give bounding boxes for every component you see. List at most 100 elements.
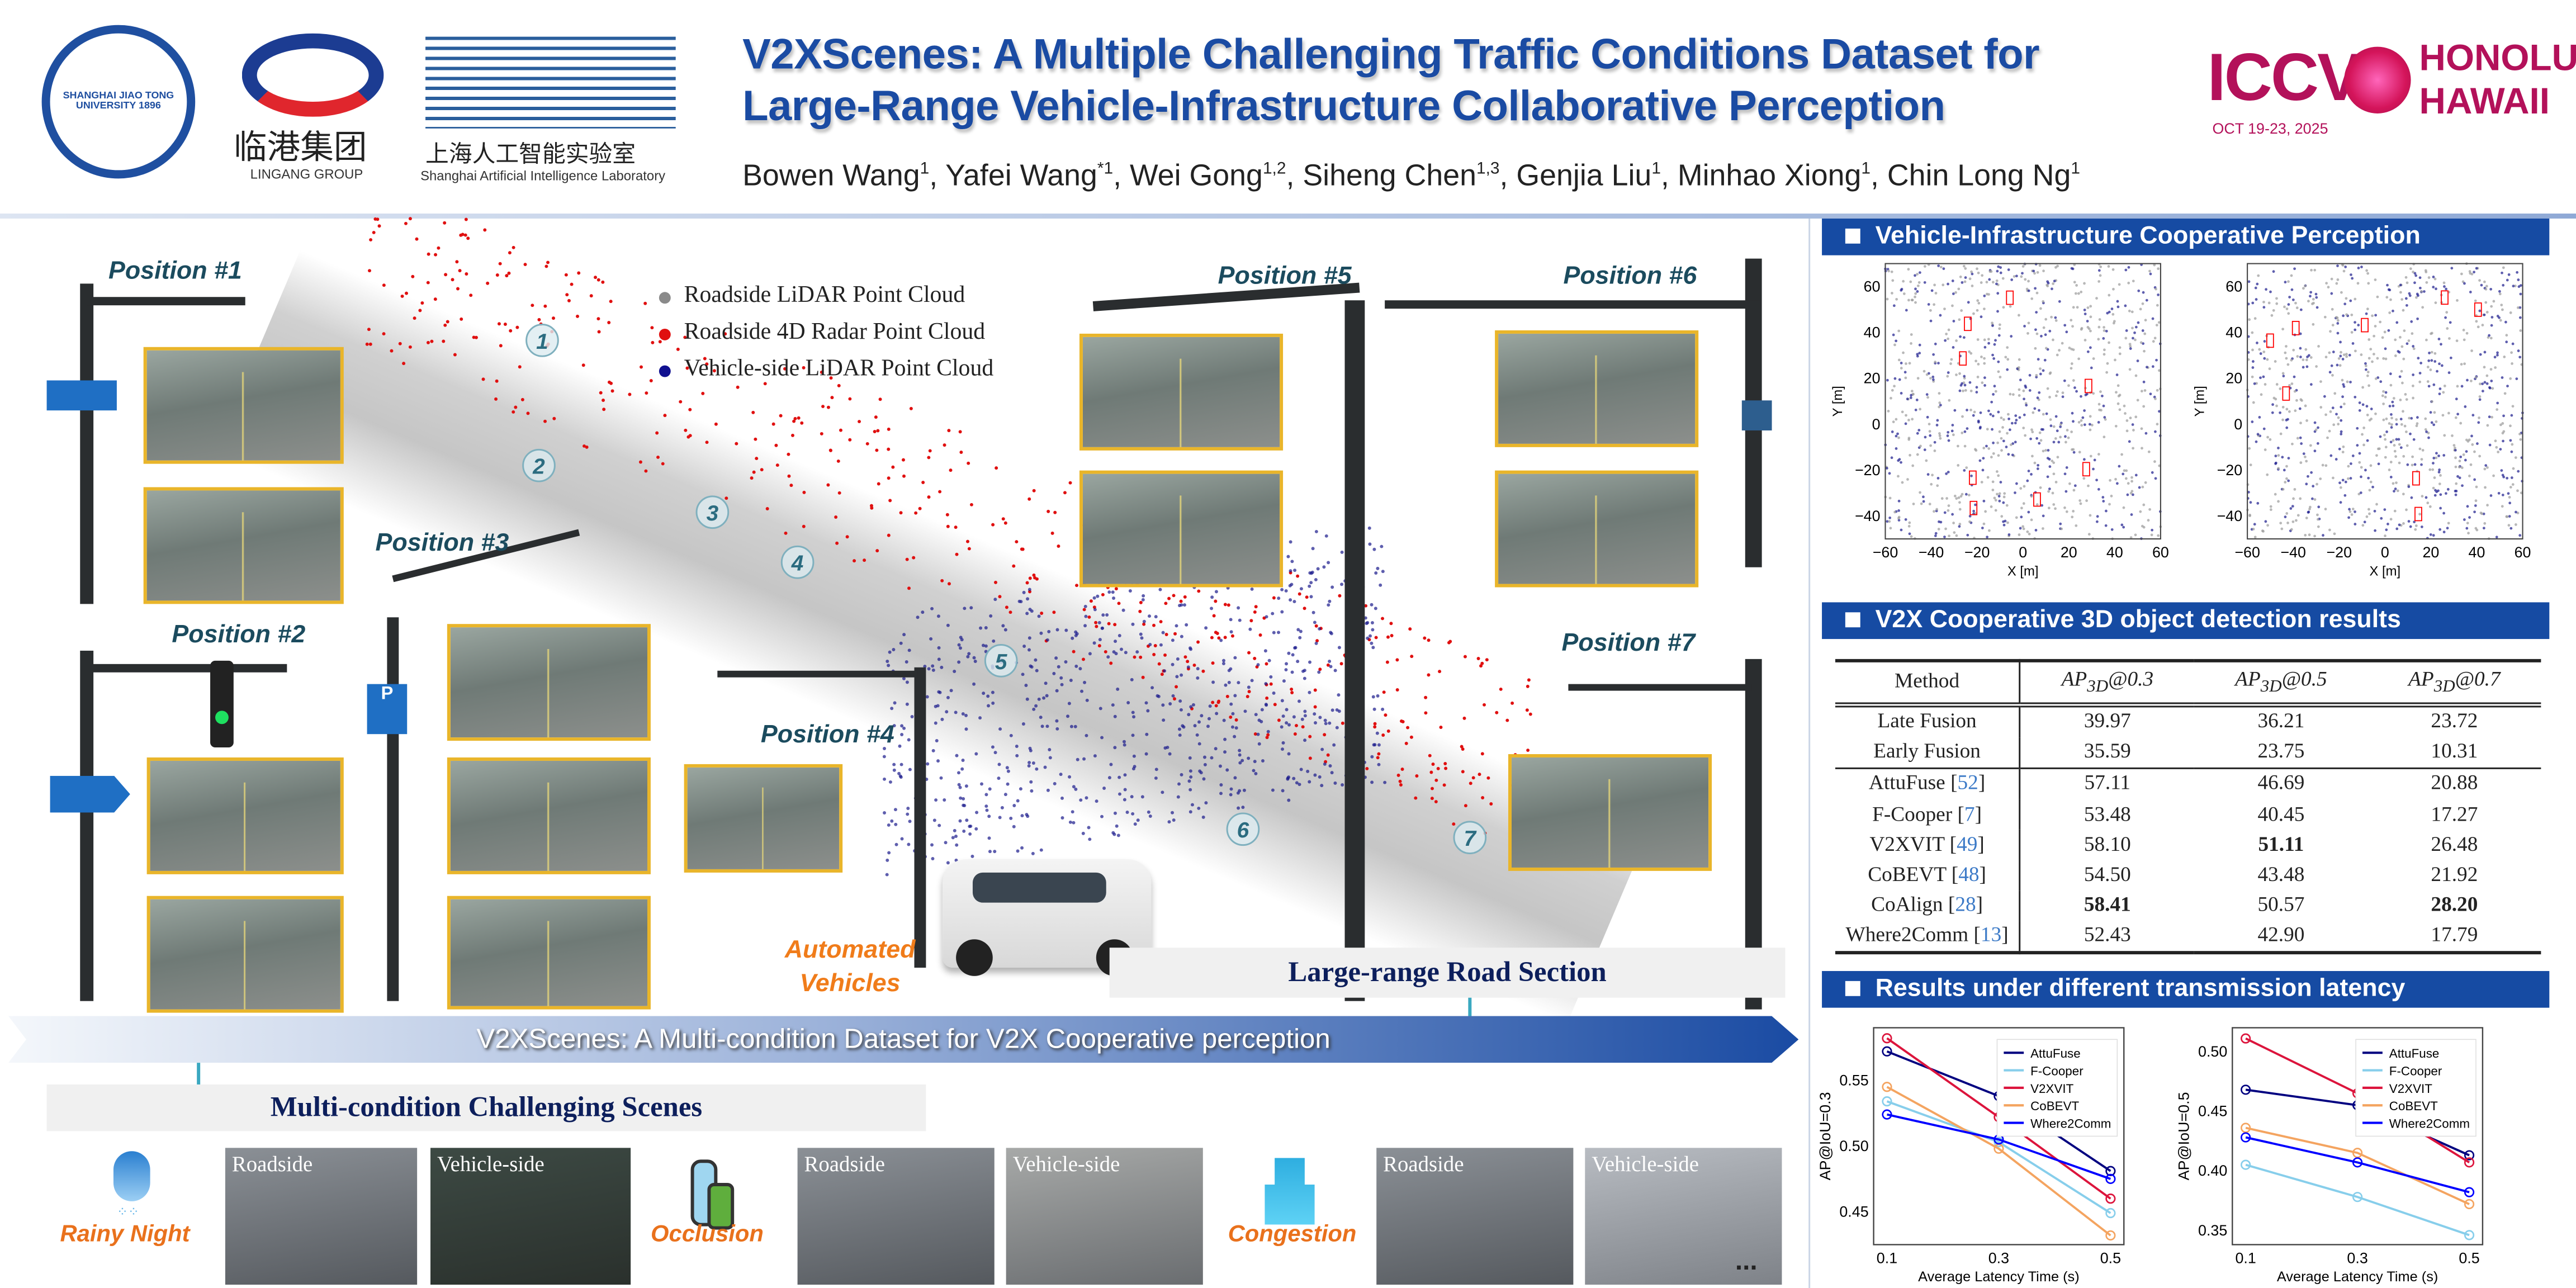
lidar-point bbox=[2442, 391, 2445, 394]
lidar-point bbox=[1895, 418, 1898, 421]
citation-link[interactable]: 28 bbox=[1955, 893, 1976, 917]
lidar-point bbox=[2044, 449, 2047, 452]
lidar-point bbox=[2104, 524, 2108, 527]
vehicle-lidar-point bbox=[1048, 747, 1052, 751]
lidar-point bbox=[2478, 395, 2482, 398]
lidar-point bbox=[2114, 477, 2117, 481]
vehicle-lidar-point bbox=[1069, 724, 1073, 728]
radar-point bbox=[1313, 688, 1317, 692]
radar-point bbox=[1075, 584, 1079, 588]
lidar-point bbox=[1983, 345, 1987, 349]
lidar-point bbox=[1990, 270, 1993, 273]
vehicle-lidar-point bbox=[1005, 766, 1009, 770]
lidar-point bbox=[2473, 271, 2475, 274]
vehicle-lidar-point bbox=[1223, 737, 1227, 741]
lidar-point bbox=[2402, 309, 2405, 312]
lidar-point bbox=[2072, 489, 2076, 492]
radar-point bbox=[512, 245, 515, 249]
lidar-point bbox=[2388, 422, 2391, 425]
lidar-point bbox=[1955, 339, 1958, 342]
lidar-point bbox=[2470, 349, 2473, 352]
lidar-point bbox=[1990, 400, 1993, 404]
radar-point bbox=[408, 217, 412, 221]
citation-link[interactable]: 48 bbox=[1958, 863, 1980, 886]
lidar-point bbox=[2099, 390, 2102, 394]
lidar-point bbox=[2388, 311, 2392, 314]
lidar-point bbox=[2065, 510, 2068, 513]
radar-point bbox=[1303, 607, 1306, 610]
lidar-point bbox=[2281, 372, 2285, 375]
lidar-point bbox=[1993, 343, 1996, 346]
condition-label-congestion: Congestion bbox=[1228, 1219, 1357, 1247]
citation-link[interactable]: 7 bbox=[1964, 802, 1975, 826]
lidar-point bbox=[1892, 333, 1895, 337]
lidar-point bbox=[2049, 418, 2052, 421]
lidar-point bbox=[1925, 373, 1929, 376]
vehicle-lidar-point bbox=[1171, 811, 1175, 815]
radar-point bbox=[914, 511, 918, 515]
value-cell: 53.48 bbox=[2083, 802, 2131, 826]
lidar-point bbox=[1929, 434, 1932, 437]
vehicle-lidar-point bbox=[1069, 678, 1073, 682]
vehicle-lidar-point bbox=[1191, 703, 1195, 707]
lidar-point bbox=[1951, 280, 1954, 282]
ailab-logo-text: Shanghai Artificial Intelligence Laborat… bbox=[420, 168, 666, 184]
lidar-point bbox=[2340, 405, 2343, 409]
citation-link[interactable]: 13 bbox=[1980, 923, 2002, 947]
lidar-point bbox=[1910, 394, 1913, 397]
lidar-point bbox=[2496, 408, 2499, 411]
author-affiliation: 1,3 bbox=[1476, 160, 1500, 179]
lidar-point bbox=[2329, 410, 2332, 413]
vehicle-lidar-point bbox=[992, 639, 996, 643]
lidar-point bbox=[2496, 315, 2499, 318]
radar-point bbox=[1408, 627, 1412, 631]
lidar-point bbox=[1981, 381, 1984, 385]
lidar-point bbox=[2118, 408, 2122, 411]
lidar-point bbox=[1947, 337, 1950, 340]
radar-point bbox=[1164, 633, 1168, 637]
lidar-point bbox=[2454, 416, 2457, 419]
lidar-point bbox=[2108, 293, 2111, 297]
vehicle-lidar-point bbox=[932, 818, 936, 822]
lidar-point bbox=[1999, 266, 2002, 269]
vehicle-lidar-point bbox=[1314, 721, 1318, 724]
citation-link[interactable]: 49 bbox=[1957, 832, 1978, 856]
lidar-point bbox=[2004, 356, 2007, 359]
citation-link[interactable]: 52 bbox=[1957, 771, 1978, 795]
lidar-point bbox=[2501, 271, 2503, 274]
lidar-point bbox=[2293, 487, 2296, 491]
lidar-point bbox=[2040, 428, 2043, 431]
lidar-point bbox=[2360, 475, 2362, 479]
vehicle-lidar-point bbox=[1227, 669, 1231, 673]
lidar-point bbox=[1926, 415, 1929, 419]
lidar-point bbox=[2272, 270, 2275, 273]
lidar-point bbox=[2363, 520, 2366, 524]
lidar-point bbox=[2114, 358, 2116, 362]
lidar-point bbox=[2302, 287, 2305, 290]
section-header-latency: Results under different transmission lat… bbox=[1822, 970, 2550, 1008]
radar-point bbox=[1223, 636, 1227, 640]
radar-point bbox=[526, 411, 530, 415]
lidar-point bbox=[2427, 436, 2430, 439]
vehicle-lidar-point bbox=[1021, 722, 1025, 726]
iccv-logo: ICCV bbox=[2207, 41, 2361, 115]
lidar-point bbox=[2497, 491, 2501, 495]
lidar-point bbox=[2274, 360, 2277, 363]
lidar-point bbox=[2354, 321, 2356, 324]
x-tick-label: 60 bbox=[2152, 544, 2169, 561]
vehicle-lidar-point bbox=[1100, 815, 1104, 818]
lidar-point bbox=[2449, 321, 2452, 324]
lidar-point bbox=[2484, 486, 2487, 489]
vehicle-lidar-point bbox=[1227, 680, 1231, 684]
square-bullet-icon bbox=[1845, 612, 1860, 628]
lidar-point bbox=[2024, 386, 2028, 389]
lidar-point bbox=[2449, 356, 2452, 359]
lidar-point bbox=[2275, 404, 2278, 408]
lidar-point bbox=[2432, 286, 2435, 288]
radar-point bbox=[723, 332, 727, 336]
lidar-point bbox=[2122, 525, 2125, 529]
lidar-point bbox=[2429, 533, 2432, 536]
lidar-point bbox=[2511, 342, 2515, 345]
vehicle-lidar-point bbox=[926, 762, 930, 766]
lidar-point bbox=[2470, 380, 2473, 382]
